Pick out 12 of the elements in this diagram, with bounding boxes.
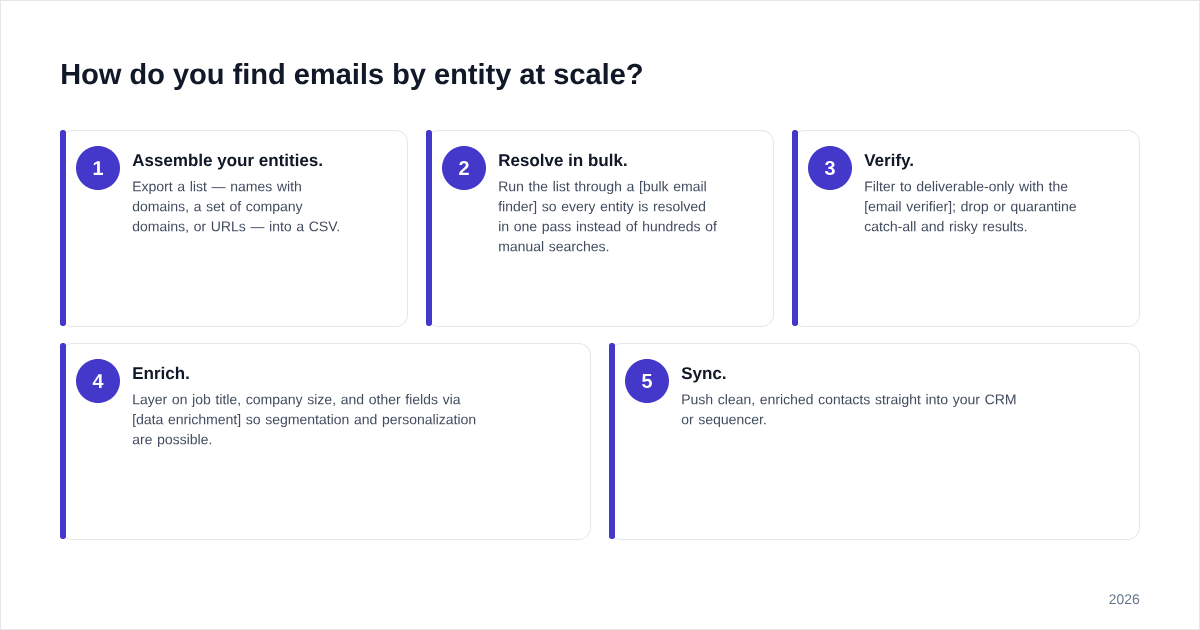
card-title: Resolve in bulk. (499, 153, 627, 167)
card-text: Export a list — names with domains, a set of company domains, or URLs — into a CSV. (132, 181, 339, 233)
card-text: Filter to deliverable-only with the [email verifier]; drop or quarantine catch-all and risky results. (864, 181, 1076, 235)
card-title: Verify. (864, 153, 913, 170)
card-text: Push clean, enriched contacts straight into your CRM or sequencer. (681, 394, 1016, 428)
card-text: Run the list through a [bulk email finder] so every entity is resolved in one pass instead of hundreds of manual searches. (498, 181, 717, 252)
card-title: Sync. (681, 367, 726, 383)
card-title: Assemble your entities. (132, 153, 322, 170)
title: How do you find emails by entity at scale? (62, 63, 642, 91)
card-title: Enrich. (133, 366, 189, 380)
year-label: 2026 (1109, 594, 1140, 605)
card-text: Layer on job title, company size, and other fields via [data enrichment] so segmentation and personalization are possible. (132, 394, 476, 448)
